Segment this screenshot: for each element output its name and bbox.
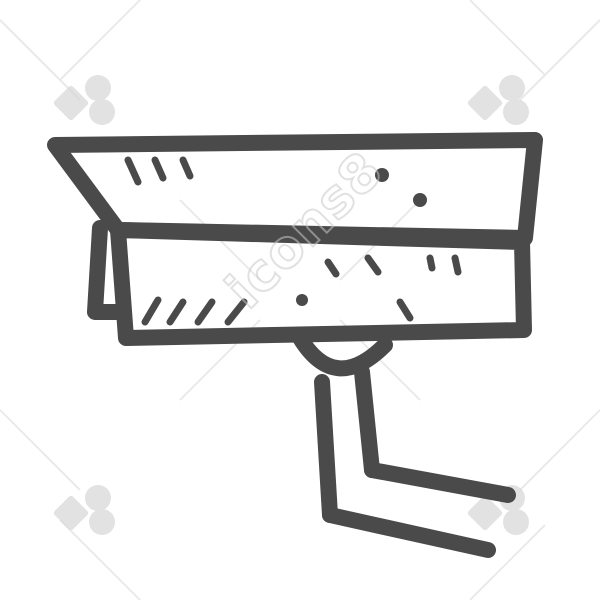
camera-hood bbox=[87, 220, 128, 320]
camera-foot-lower bbox=[322, 507, 496, 558]
camera-foot-upper bbox=[364, 462, 516, 503]
camera-mount bbox=[292, 330, 393, 377]
camera-pole-left bbox=[314, 374, 338, 523]
camera-pole-right bbox=[354, 364, 380, 478]
camera-body bbox=[110, 222, 532, 346]
